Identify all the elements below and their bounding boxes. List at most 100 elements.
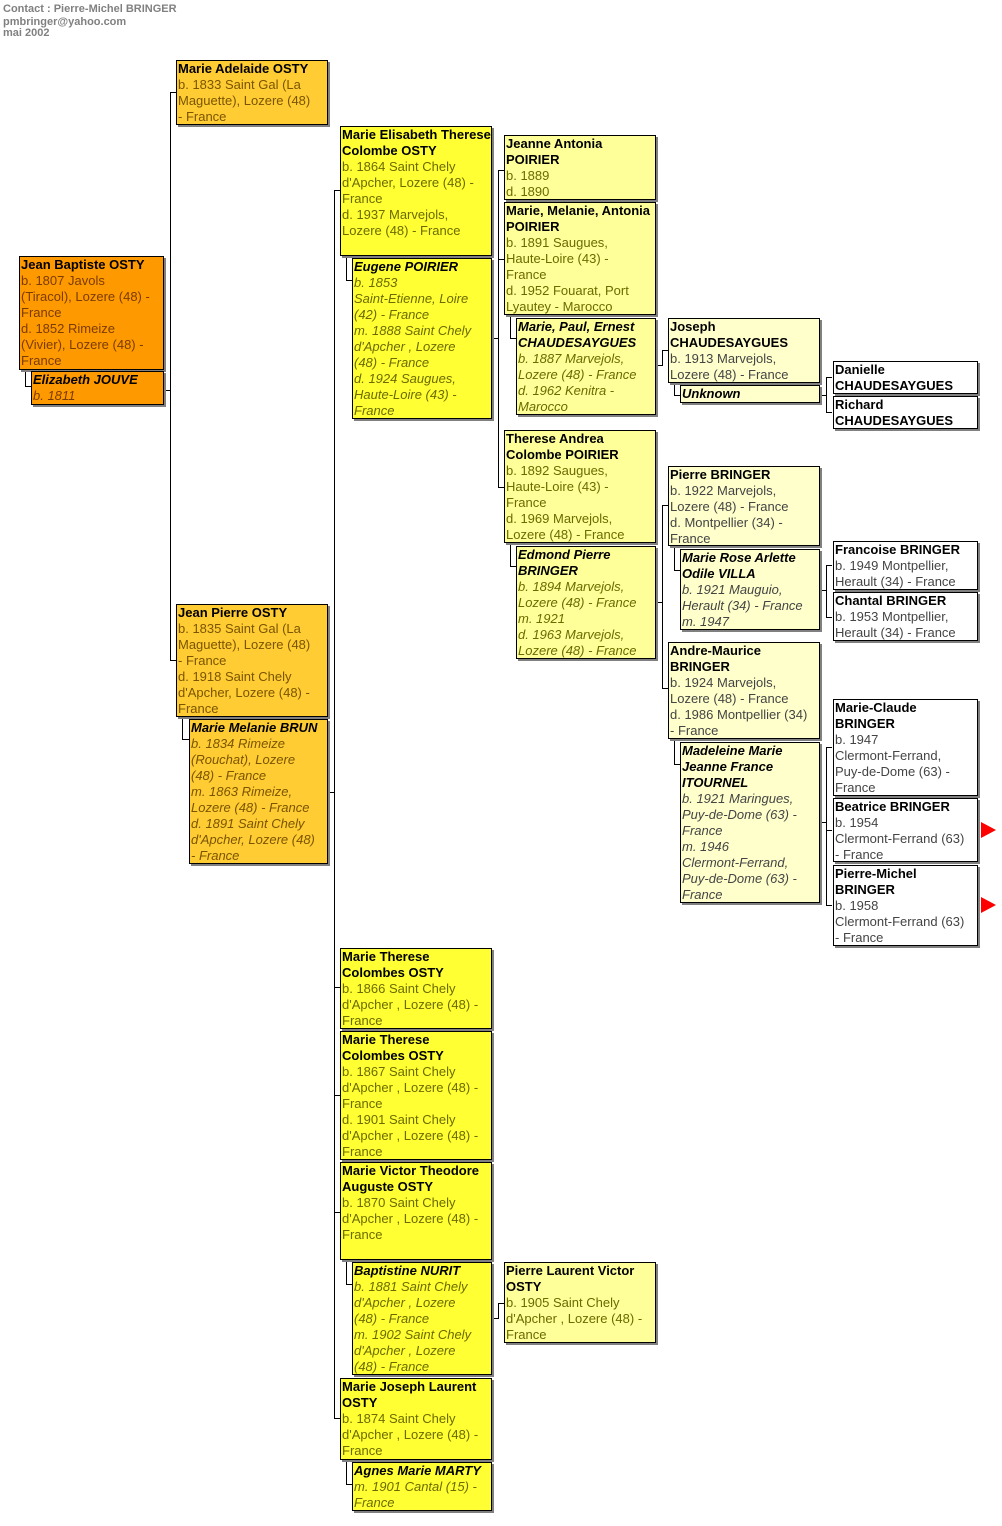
connector <box>334 190 340 191</box>
person-name: Richard CHAUDESAYGUES <box>835 397 953 428</box>
person-detail: b. 1905 Saint Chely <box>506 1295 620 1310</box>
person-name: Jean Baptiste OSTY <box>21 257 145 272</box>
connector <box>826 747 827 905</box>
person-card[interactable]: Richard CHAUDESAYGUES <box>833 396 978 429</box>
person-detail: d'Apcher , Lozere <box>354 1295 456 1310</box>
person-name: Pierre-Michel BRINGER <box>835 866 917 897</box>
person-detail: (Vivier), Lozere (48) - <box>21 337 144 352</box>
person-detail: Herault (34) - France <box>835 625 956 640</box>
person-name: Edmond Pierre BRINGER <box>518 547 611 578</box>
person-detail: m. 1901 Cantal (15) - <box>354 1479 477 1494</box>
person-name: Marie Joseph Laurent OSTY <box>342 1379 477 1410</box>
person-detail: Clermont-Ferrand (63) <box>835 914 965 929</box>
connector <box>170 660 176 661</box>
person-detail: Clermont-Ferrand, <box>682 855 789 870</box>
person-detail: m. 1902 Saint Chely <box>354 1327 472 1342</box>
person-detail: d. 1937 Marvejols, <box>342 207 449 222</box>
spouse-card[interactable]: Unknown <box>680 385 820 403</box>
person-detail: m. 1947 <box>682 614 729 629</box>
person-name: Marie Therese Colombes OSTY <box>342 1032 444 1063</box>
expand-arrow-icon[interactable] <box>981 822 996 838</box>
person-detail: - France <box>178 109 227 124</box>
connector <box>492 1318 499 1319</box>
connector <box>164 390 171 391</box>
connector <box>674 764 680 765</box>
person-detail: France <box>835 780 876 795</box>
person-detail: b. 1887 Marvejols, <box>518 351 625 366</box>
person-detail: Lyautey - Marocco <box>506 299 613 314</box>
person-detail: d'Apcher , Lozere (48) - <box>342 1427 479 1442</box>
person-detail: b. 1922 Marvejols, <box>670 483 777 498</box>
connector <box>346 280 352 281</box>
connector <box>826 905 832 906</box>
person-detail: b. 1892 Saugues, <box>506 463 608 478</box>
person-detail: b. 1834 Rimeize <box>191 736 285 751</box>
person-detail: Lozere (48) - France <box>670 499 789 514</box>
person-detail: Clermont-Ferrand, <box>835 748 942 763</box>
connector <box>334 1212 340 1213</box>
person-name: Baptistine NURIT <box>354 1263 461 1278</box>
connector <box>25 370 26 386</box>
person-card[interactable]: Danielle CHAUDESAYGUES <box>833 361 978 394</box>
person-detail: (48) - France <box>354 1311 430 1326</box>
person-name: Agnes Marie MARTY <box>354 1463 481 1478</box>
person-detail: Lozere (48) - France <box>518 367 637 382</box>
expand-arrow-icon[interactable] <box>981 897 996 913</box>
person-detail: - France <box>670 723 719 738</box>
person-detail: France <box>178 701 219 716</box>
person-name: Beatrice BRINGER <box>835 799 950 814</box>
person-detail: - France <box>835 930 884 945</box>
person-detail: b. 1833 Saint Gal (La <box>178 77 301 92</box>
person-detail: d. 1901 Saint Chely <box>342 1112 456 1127</box>
person-detail: d'Apcher, Lozere (48) <box>191 832 315 847</box>
person-detail: France <box>506 267 547 282</box>
person-name: Chantal BRINGER <box>835 593 947 608</box>
person-name: Eugene POIRIER <box>354 259 459 274</box>
connector <box>492 338 499 339</box>
person-detail: b. 1958 <box>835 898 879 913</box>
person-detail: Haute-Loire (43) - <box>506 251 609 266</box>
person-name: Marie Melanie BRUN <box>191 720 318 735</box>
person-detail: d'Apcher , Lozere (48) - <box>342 997 479 1012</box>
person-detail: Marocco <box>518 399 568 414</box>
person-detail: (Rouchat), Lozere <box>191 752 296 767</box>
connector <box>334 1418 340 1419</box>
person-detail: Clermont-Ferrand (63) <box>835 831 965 846</box>
person-detail: France <box>342 1096 383 1111</box>
connector <box>346 1484 352 1485</box>
person-detail: Maguette), Lozere (48) <box>178 637 311 652</box>
person-detail: d. 1986 Montpellier (34) <box>670 707 808 722</box>
person-detail: m. 1863 Rimeize, <box>191 784 293 799</box>
contact-date: mai 2002 <box>3 27 50 39</box>
person-detail: d. 1962 Kenitra - <box>518 383 615 398</box>
